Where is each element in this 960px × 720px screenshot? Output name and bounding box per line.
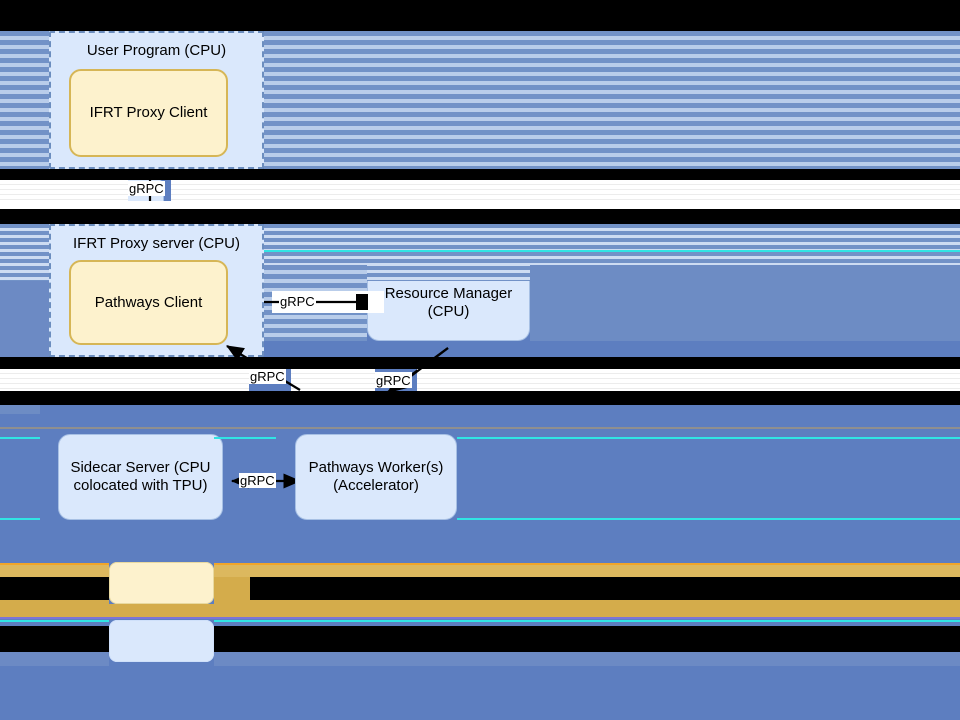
node-pathways-workers-label: Pathways Worker(s) (Accelerator) bbox=[308, 459, 444, 494]
edge-label-sidecar-worker: gRPC bbox=[239, 473, 276, 488]
artifact-line bbox=[457, 428, 960, 429]
artifact-band bbox=[417, 369, 960, 391]
artifact-band bbox=[0, 405, 40, 414]
node-ifrt-proxy-client[interactable]: IFRT Proxy Client bbox=[69, 69, 228, 157]
artifact-line bbox=[214, 620, 960, 622]
artifact-band bbox=[250, 577, 960, 600]
edge-label-rm-pathways-overlay: gRPC bbox=[279, 294, 316, 309]
artifact-line bbox=[0, 617, 960, 619]
artifact-band bbox=[0, 577, 109, 600]
node-sidecar-server[interactable]: Sidecar Server (CPU colocated with TPU) bbox=[58, 434, 223, 520]
node-user-program-label: User Program (CPU) bbox=[86, 42, 227, 59]
node-pathways-client-label: Pathways Client bbox=[94, 293, 203, 311]
artifact-band bbox=[214, 626, 267, 652]
artifact-band bbox=[264, 31, 960, 169]
artifact-band bbox=[214, 577, 250, 600]
artifact-band bbox=[214, 565, 960, 577]
node-resource-manager[interactable]: Resource Manager (CPU) bbox=[367, 265, 530, 341]
artifact-line bbox=[264, 250, 960, 252]
artifact-band bbox=[267, 626, 960, 652]
artifact-line bbox=[0, 437, 40, 439]
artifact-line bbox=[214, 563, 960, 565]
artifact-line bbox=[0, 518, 40, 520]
artifact-band bbox=[0, 652, 109, 666]
artifact-band bbox=[0, 369, 249, 391]
node-pathways-workers[interactable]: Pathways Worker(s) (Accelerator) bbox=[295, 434, 457, 520]
artifact-line bbox=[0, 563, 109, 565]
artifact-band bbox=[214, 652, 960, 666]
artifact-line bbox=[214, 437, 276, 439]
artifact-band bbox=[0, 600, 109, 604]
artifact-band bbox=[530, 265, 960, 341]
artifact-line bbox=[0, 427, 960, 429]
artifact-line bbox=[457, 518, 960, 520]
artifact-line bbox=[457, 437, 960, 439]
node-ifrt-proxy-server-label: IFRT Proxy server (CPU) bbox=[73, 235, 240, 252]
legend-swatch-blue-overlay bbox=[109, 620, 214, 662]
artifact-band bbox=[0, 604, 960, 617]
node-resource-manager-label: Resource Manager (CPU) bbox=[384, 285, 513, 320]
artifact-line bbox=[0, 620, 109, 622]
artifact-band bbox=[0, 565, 109, 577]
edge-label-rm-workers-overlay: gRPC bbox=[375, 373, 412, 388]
legend-swatch-yellow-overlay bbox=[109, 562, 214, 604]
artifact-band bbox=[291, 369, 375, 391]
node-pathways-client[interactable]: Pathways Client bbox=[69, 260, 228, 345]
edge-label-client-server: gRPC bbox=[128, 181, 165, 196]
node-sidecar-server-label: Sidecar Server (CPU colocated with TPU) bbox=[70, 459, 211, 494]
edge-label-sidecar-pathways-overlay: gRPC bbox=[249, 369, 286, 384]
artifact-band bbox=[0, 391, 960, 405]
artifact-band bbox=[0, 357, 960, 369]
artifact-band bbox=[214, 600, 960, 604]
artifact-band bbox=[0, 626, 109, 652]
artifact-band bbox=[171, 180, 960, 201]
node-ifrt-proxy-client-label: IFRT Proxy Client bbox=[89, 104, 208, 122]
